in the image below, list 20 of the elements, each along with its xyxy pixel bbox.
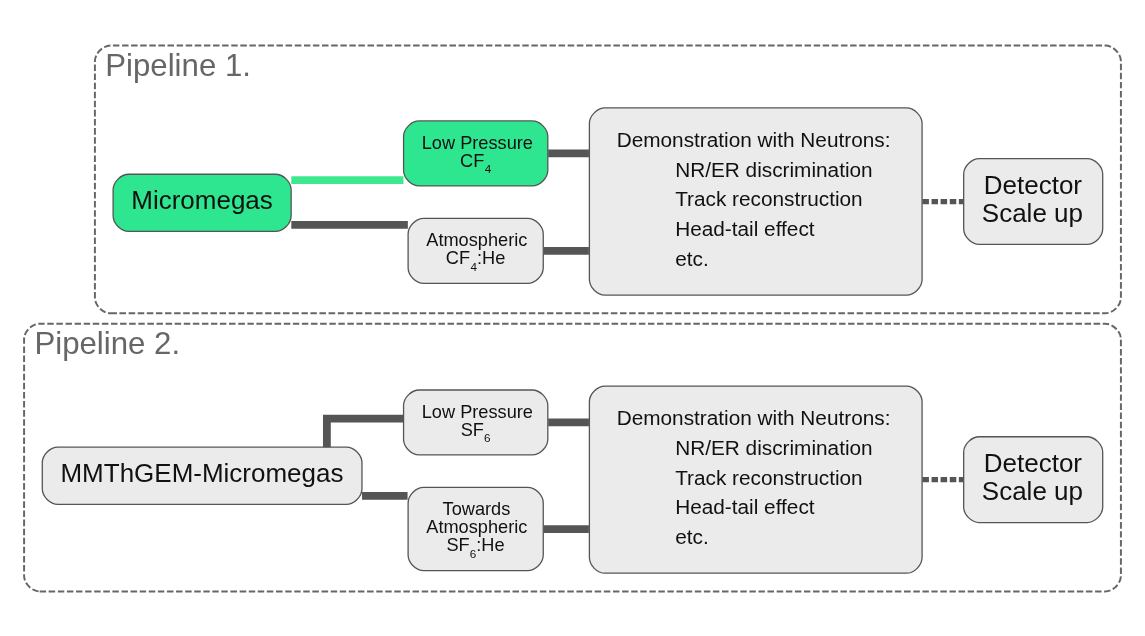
node-box: Demonstration with Neutrons: NR/ER discrimination Track reconstruction Head-tail effect etc.: [588, 106, 923, 296]
node-box: Detector Scale up: [963, 435, 1104, 523]
node-box: MMThGEM-Micromegas: [41, 446, 363, 505]
connector: [291, 220, 408, 229]
connector: [543, 524, 589, 533]
connector: [922, 198, 964, 204]
node-box: Atmospheric CF$_{4}$:He: [407, 217, 544, 284]
connector: [543, 246, 589, 255]
node-box: Micromegas: [112, 173, 292, 232]
connector: [323, 414, 404, 447]
node-box: Low Pressure CF$_{4}$: [402, 119, 549, 187]
connector: [548, 149, 589, 157]
connector: [291, 175, 404, 184]
connector: [362, 491, 408, 500]
node-box: Detector Scale up: [963, 157, 1104, 245]
node-box: Towards Atmospheric SF$_{6}$:He: [407, 486, 544, 571]
node-box: Low Pressure SF$_{6}$: [402, 388, 549, 456]
connector: [548, 418, 589, 426]
node-box: Demonstration with Neutrons: NR/ER discrimination Track reconstruction Head-tail effect etc.: [588, 384, 923, 574]
connector: [922, 476, 964, 482]
